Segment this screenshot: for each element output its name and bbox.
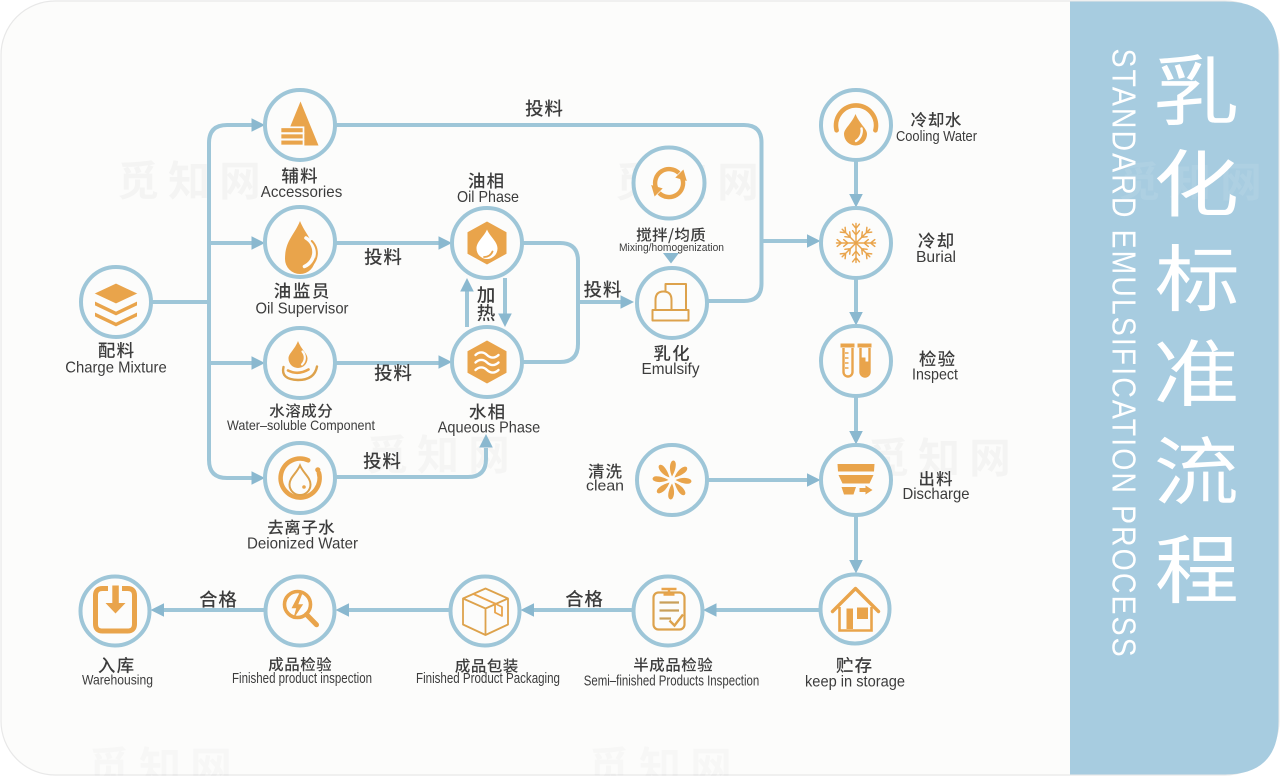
svg-text:clean: clean [586,477,624,494]
svg-text:STANDARD EMULSIFICATION PROCES: STANDARD EMULSIFICATION PROCESS [1105,49,1143,659]
svg-text:Water–soluble Component: Water–soluble Component [227,417,375,433]
svg-text:Charge Mixture: Charge Mixture [65,359,167,376]
svg-text:Discharge: Discharge [903,486,970,503]
svg-text:Mixing/homogenization: Mixing/homogenization [619,242,724,254]
svg-text:Burial: Burial [916,249,956,266]
svg-text:Aqueous Phase: Aqueous Phase [438,420,541,437]
svg-text:Oil Phase: Oil Phase [457,189,519,206]
svg-text:keep in storage: keep in storage [805,674,905,691]
svg-text:Accessories: Accessories [261,184,343,201]
svg-text:Finished Product Packaging: Finished Product Packaging [416,671,560,687]
svg-text:Semi–finished Products Inspect: Semi–finished Products Inspection [584,674,760,690]
svg-text:Inspect: Inspect [912,367,958,384]
svg-text:Deionized Water: Deionized Water [247,536,359,553]
svg-text:Cooling Water: Cooling Water [896,129,977,145]
svg-text:Warehousing: Warehousing [82,671,153,687]
svg-text:Emulsify: Emulsify [642,361,700,378]
svg-text:Finished product inspection: Finished product inspection [232,671,372,687]
svg-text:Oil Supervisor: Oil Supervisor [256,301,350,318]
